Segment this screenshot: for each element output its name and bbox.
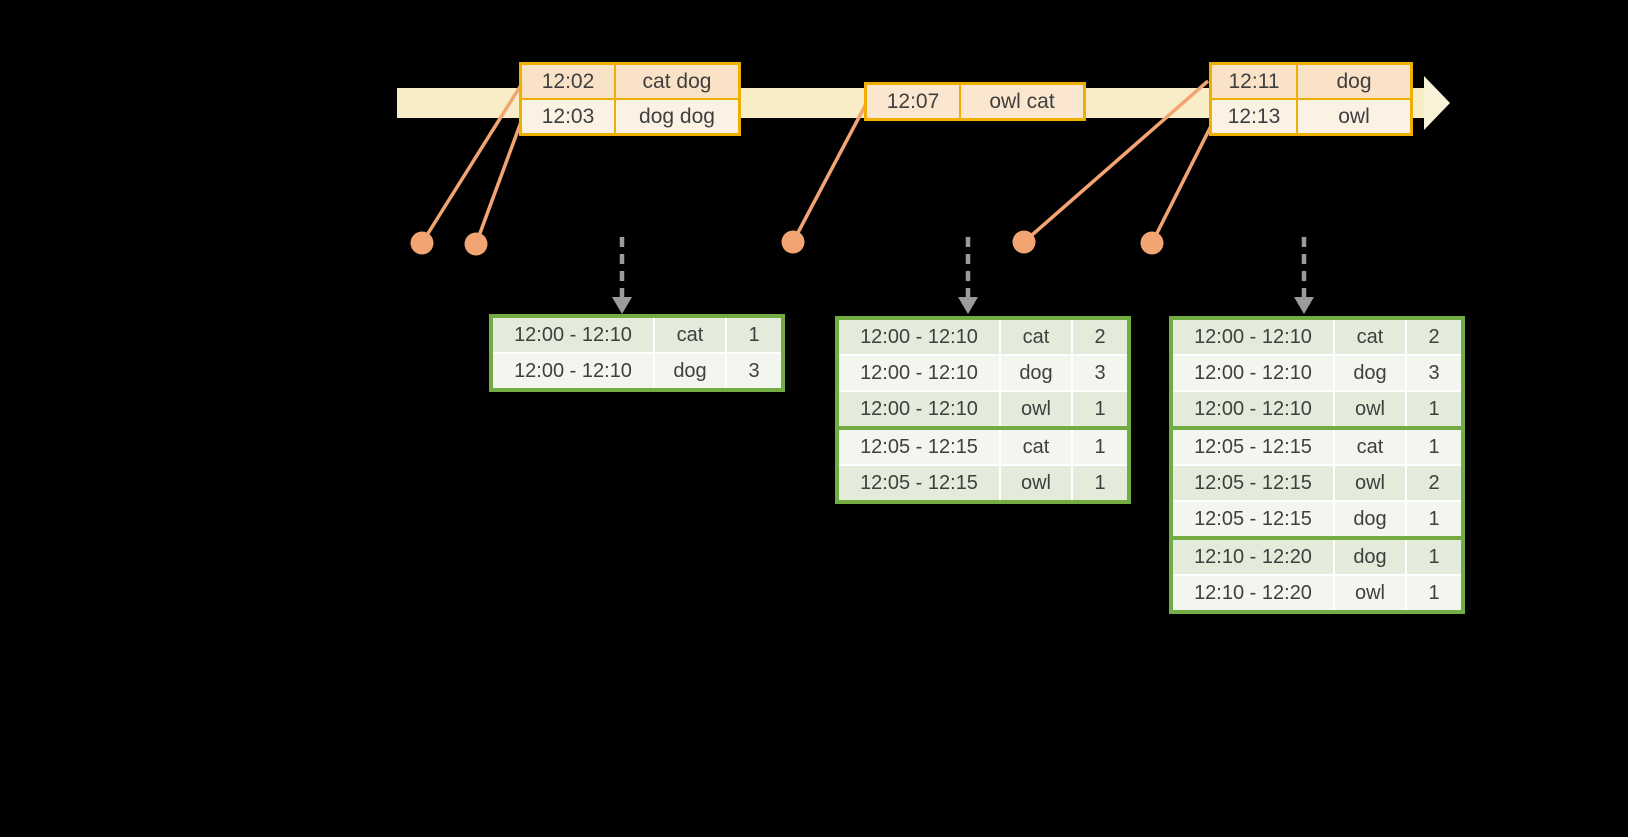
count: 1 xyxy=(1405,536,1464,576)
leader-line xyxy=(1022,79,1210,244)
word: cat xyxy=(1333,426,1407,466)
word: owl xyxy=(999,464,1073,503)
result-table-3: 12:00 - 12:10 cat 2 12:00 - 12:10 dog 3 … xyxy=(1169,316,1465,614)
event-dot-icon xyxy=(1012,230,1036,254)
window-range: 12:00 - 12:10 xyxy=(1170,390,1335,429)
down-arrowhead-icon xyxy=(612,297,632,314)
window-range: 12:00 - 12:10 xyxy=(490,315,655,354)
leader-line xyxy=(420,84,523,244)
result-row: 12:00 - 12:10 owl 1 xyxy=(1170,390,1464,429)
result-table-1: 12:00 - 12:10 cat 1 12:00 - 12:10 dog 3 xyxy=(489,314,785,392)
count: 3 xyxy=(1071,354,1130,392)
event-time: 12:03 xyxy=(519,98,616,136)
down-arrowhead-icon xyxy=(1294,297,1314,314)
event-row: 12:13 owl xyxy=(1209,98,1413,136)
event-time: 12:11 xyxy=(1209,62,1298,100)
window-range: 12:05 - 12:15 xyxy=(1170,464,1335,502)
result-row: 12:10 - 12:20 dog 1 xyxy=(1170,536,1464,576)
window-range: 12:10 - 12:20 xyxy=(1170,574,1335,613)
event-dot-icon xyxy=(464,232,488,256)
event-table-2: 12:07 owl cat xyxy=(864,82,1086,121)
result-row: 12:10 - 12:20 owl 1 xyxy=(1170,574,1464,613)
window-range: 12:00 - 12:10 xyxy=(836,390,1001,429)
count: 1 xyxy=(1405,500,1464,539)
count: 1 xyxy=(1071,464,1130,503)
event-time: 12:13 xyxy=(1209,98,1298,136)
event-leader-lines xyxy=(420,79,1214,245)
event-words: owl xyxy=(1296,98,1413,136)
event-time: 12:07 xyxy=(864,82,961,121)
event-words: dog xyxy=(1296,62,1413,100)
result-row: 12:00 - 12:10 cat 2 xyxy=(1170,317,1464,356)
count: 1 xyxy=(1405,390,1464,429)
trigger-arrows xyxy=(619,237,1307,298)
window-range: 12:00 - 12:10 xyxy=(1170,317,1335,356)
word: owl xyxy=(1333,464,1407,502)
word: dog xyxy=(1333,500,1407,539)
result-row: 12:00 - 12:10 cat 1 xyxy=(490,315,784,354)
word: dog xyxy=(1333,536,1407,576)
result-row: 12:00 - 12:10 dog 3 xyxy=(836,354,1130,392)
timeline-arrowhead-icon xyxy=(1424,76,1450,130)
window-range: 12:00 - 12:10 xyxy=(836,317,1001,356)
event-dot-icon xyxy=(781,230,805,254)
window-range: 12:05 - 12:15 xyxy=(836,426,1001,466)
down-arrowhead-icon xyxy=(958,297,978,314)
event-words: owl cat xyxy=(959,82,1086,121)
word: owl xyxy=(1333,390,1407,429)
event-row: 12:02 cat dog xyxy=(519,62,741,100)
result-row: 12:05 - 12:15 cat 1 xyxy=(1170,426,1464,466)
count: 1 xyxy=(1071,426,1130,466)
result-row: 12:00 - 12:10 cat 2 xyxy=(836,317,1130,356)
event-dot-icon xyxy=(410,231,434,255)
count: 1 xyxy=(1071,390,1130,429)
word: cat xyxy=(1333,317,1407,356)
window-range: 12:00 - 12:10 xyxy=(490,352,655,391)
count: 2 xyxy=(1071,317,1130,356)
result-row: 12:00 - 12:10 owl 1 xyxy=(836,390,1130,429)
window-range: 12:00 - 12:10 xyxy=(1170,354,1335,392)
word: cat xyxy=(999,426,1073,466)
result-row: 12:05 - 12:15 owl 1 xyxy=(836,464,1130,503)
count: 1 xyxy=(1405,574,1464,613)
event-table-1: 12:02 cat dog 12:03 dog dog xyxy=(519,62,741,136)
word: owl xyxy=(1333,574,1407,613)
word: cat xyxy=(653,315,727,354)
count: 2 xyxy=(1405,317,1464,356)
event-row: 12:07 owl cat xyxy=(864,82,1086,121)
window-range: 12:10 - 12:20 xyxy=(1170,536,1335,576)
count: 3 xyxy=(1405,354,1464,392)
window-range: 12:00 - 12:10 xyxy=(836,354,1001,392)
count: 3 xyxy=(725,352,784,391)
result-row: 12:05 - 12:15 cat 1 xyxy=(836,426,1130,466)
count: 1 xyxy=(725,315,784,354)
result-row: 12:05 - 12:15 dog 1 xyxy=(1170,500,1464,539)
result-row: 12:00 - 12:10 dog 3 xyxy=(1170,354,1464,392)
leader-line xyxy=(791,103,868,243)
word: dog xyxy=(1333,354,1407,392)
event-time: 12:02 xyxy=(519,62,616,100)
event-table-3: 12:11 dog 12:13 owl xyxy=(1209,62,1413,136)
word: owl xyxy=(999,390,1073,429)
word: cat xyxy=(999,317,1073,356)
word: dog xyxy=(653,352,727,391)
event-words: dog dog xyxy=(614,98,741,136)
event-words: cat dog xyxy=(614,62,741,100)
result-row: 12:05 - 12:15 owl 2 xyxy=(1170,464,1464,502)
window-range: 12:05 - 12:15 xyxy=(1170,426,1335,466)
window-range: 12:05 - 12:15 xyxy=(1170,500,1335,539)
trigger-arrowheads xyxy=(612,297,1314,314)
event-dot-icon xyxy=(1140,231,1164,255)
result-row: 12:00 - 12:10 dog 3 xyxy=(490,352,784,391)
word: dog xyxy=(999,354,1073,392)
leader-line xyxy=(474,121,523,245)
event-row: 12:03 dog dog xyxy=(519,98,741,136)
result-table-2: 12:00 - 12:10 cat 2 12:00 - 12:10 dog 3 … xyxy=(835,316,1131,504)
event-dots xyxy=(410,230,1164,256)
window-range: 12:05 - 12:15 xyxy=(836,464,1001,503)
leader-line xyxy=(1150,123,1214,244)
event-row: 12:11 dog xyxy=(1209,62,1413,100)
count: 1 xyxy=(1405,426,1464,466)
count: 2 xyxy=(1405,464,1464,502)
